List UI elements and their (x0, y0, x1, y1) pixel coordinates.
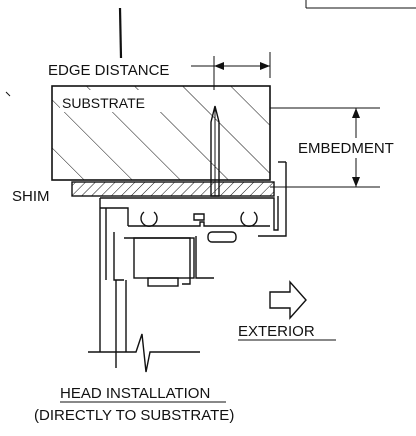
title-line-2: (DIRECTLY TO SUBSTRATE) (34, 407, 234, 424)
title-line-1: HEAD INSTALLATION (60, 385, 210, 402)
leader-line (118, 7, 123, 59)
exterior-label: EXTERIOR (238, 323, 315, 340)
head-frame-profile (99, 161, 287, 368)
tick-mark (5, 91, 11, 97)
shim-label: SHIM (12, 188, 50, 205)
embedment-label: EMBEDMENT (298, 140, 394, 157)
shim (71, 181, 275, 197)
break-line (88, 333, 200, 373)
title-box-fragment (305, 0, 416, 9)
embedment-dimension (270, 107, 388, 188)
substrate-label: SUBSTRATE (62, 95, 145, 111)
edge-distance-label: EDGE DISTANCE (48, 62, 169, 79)
edge-distance-dimension (191, 52, 271, 90)
exterior-arrow-icon (269, 280, 307, 320)
